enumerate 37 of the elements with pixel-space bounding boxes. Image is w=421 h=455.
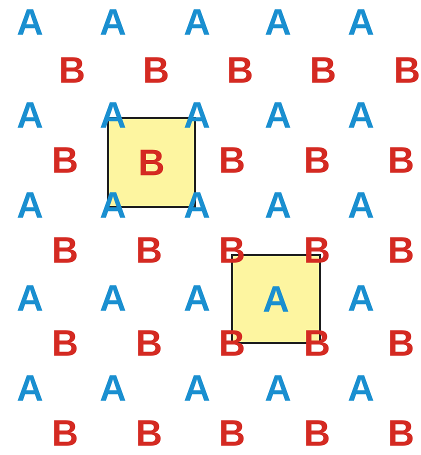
lattice-letter: A xyxy=(348,375,374,401)
lattice-letter: B xyxy=(390,330,413,356)
lattice-letter: B xyxy=(145,57,168,83)
lattice-letter: B xyxy=(396,57,419,83)
lattice-letter: A xyxy=(18,9,42,35)
lattice-letter: A xyxy=(100,285,126,311)
lattice-letter: A xyxy=(348,102,374,128)
lattice-letter: B xyxy=(306,147,329,173)
lattice-letter: B xyxy=(312,57,335,83)
lattice-letter: A xyxy=(348,9,374,35)
lattice-letter: B xyxy=(221,147,244,173)
lattice-letter: B xyxy=(390,237,413,263)
lattice-letter: B xyxy=(54,330,77,356)
lattice-letter: B xyxy=(229,57,252,83)
lattice-letter: B xyxy=(138,330,161,356)
lattice-letter: B xyxy=(138,237,161,263)
lattice-letter: A xyxy=(184,375,210,401)
lattice-letter: B xyxy=(138,420,161,446)
lattice-letter: A xyxy=(348,192,374,218)
lattice-letter: A xyxy=(18,192,42,218)
lattice-letter: A xyxy=(100,9,126,35)
lattice-letter: B xyxy=(61,57,84,83)
lattice-letter: A xyxy=(18,102,42,128)
lattice-letter: A xyxy=(184,285,210,311)
lattice-letter: A xyxy=(100,375,126,401)
lattice-letter: B xyxy=(306,420,329,446)
lattice-letter: B xyxy=(54,420,77,446)
lattice-letter: B xyxy=(390,420,413,446)
lattice-letter: A xyxy=(184,9,210,35)
lattice-letter: A xyxy=(266,9,290,35)
lattice-letter: A xyxy=(266,102,290,128)
lattice-letter: A xyxy=(18,285,42,311)
lattice-letter: B xyxy=(390,147,413,173)
lattice-letter: B xyxy=(54,237,77,263)
lattice-letter: A xyxy=(18,375,42,401)
lattice-letter: A xyxy=(266,192,290,218)
lattice-letter: B xyxy=(221,420,244,446)
